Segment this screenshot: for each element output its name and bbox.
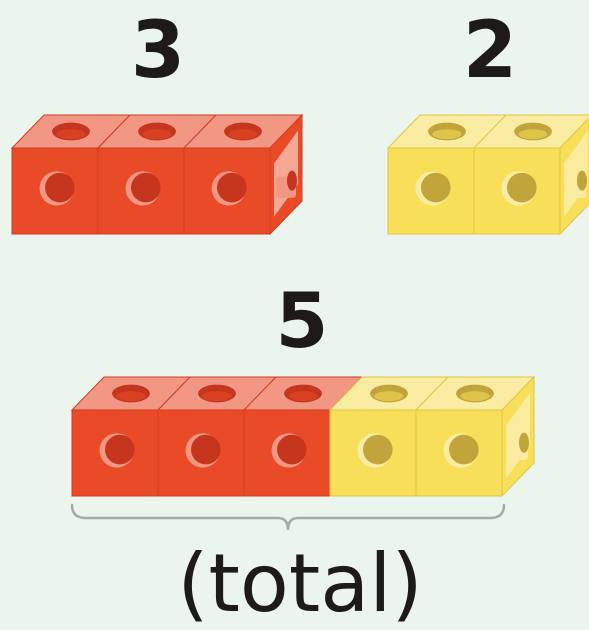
cube-red [96,114,218,235]
cube-red [242,376,364,497]
cube-red [70,376,192,497]
cube-row-a [10,113,304,236]
cube-row-b [386,114,589,236]
total-label: (total) [177,537,423,630]
addend-a-label: 3 [130,6,186,96]
cube-row-sum [70,375,536,498]
cube-red [182,113,304,236]
cube-yellow [414,375,536,498]
cube-yellow [472,114,589,236]
addend-b-label: 2 [462,6,518,96]
total-bracket [70,503,506,531]
cube-yellow [328,376,450,497]
cube-yellow [386,114,508,235]
cube-red [156,376,278,497]
sum-label: 5 [275,276,329,365]
